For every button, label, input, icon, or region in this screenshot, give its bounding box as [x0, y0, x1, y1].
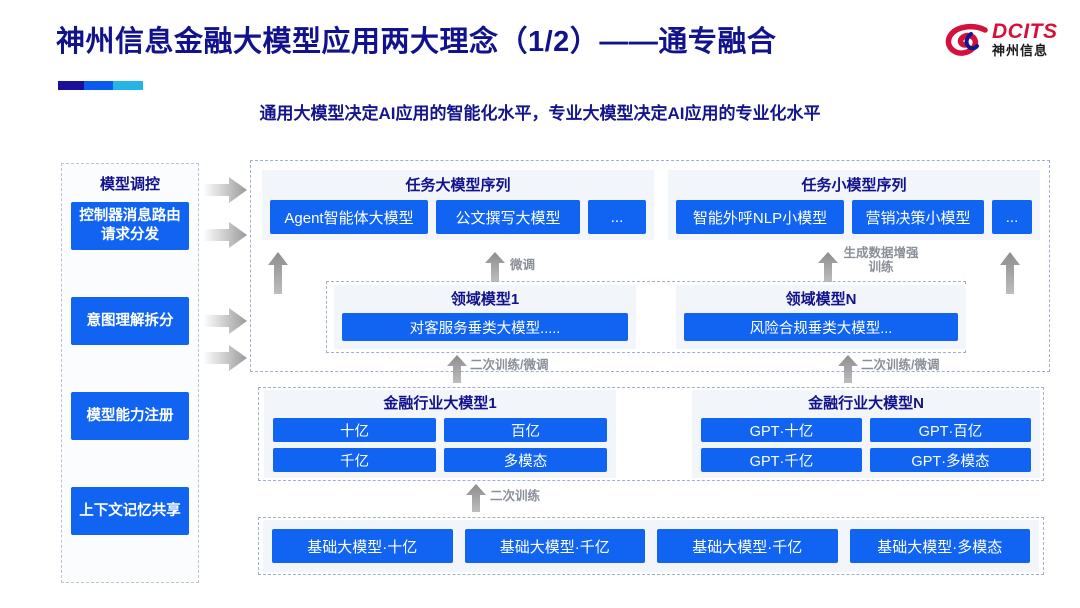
accent-segment-2 [84, 81, 114, 90]
industry-1-cell-ten-billion[interactable]: 百亿 [444, 418, 607, 442]
up-arrow-icon-left-outer [268, 252, 288, 294]
arrow-label-second-train-tune-right: 二次训练/微调 [861, 358, 940, 372]
base-model-multimodal[interactable]: 基础大模型·多模态 [849, 529, 1030, 563]
arrow-label-second-train: 二次训练 [490, 489, 541, 503]
task-model-small-more[interactable]: ... [992, 200, 1032, 234]
domain-model-n-cell[interactable]: 风险合规垂类大模型... [684, 313, 958, 341]
control-item-context-memory[interactable]: 上下文记忆共享 [71, 487, 189, 535]
up-arrow-icon-second-train-right [838, 355, 858, 383]
task-large-model-row: Agent智能体大模型 公文撰写大模型 ... [270, 200, 646, 234]
industry-model-1-panel: 金融行业大模型1 十亿 百亿 千亿 多模态 [264, 390, 616, 478]
task-model-agent[interactable]: Agent智能体大模型 [270, 200, 428, 234]
base-model-billion[interactable]: 基础大模型·十亿 [272, 529, 453, 563]
industry-1-cell-hundred-billion[interactable]: 千亿 [273, 448, 436, 472]
task-model-more[interactable]: ... [588, 200, 646, 234]
domain-model-n-panel: 领域模型N 风险合规垂类大模型... [676, 285, 966, 349]
control-item-controller-routing[interactable]: 控制器消息路由请求分发 [71, 202, 189, 250]
base-model-band [258, 517, 1044, 575]
right-arrow-icon-3 [203, 308, 247, 334]
industry-model-1-title: 金融行业大模型1 [383, 395, 497, 412]
title-accent-bar [58, 81, 143, 90]
industry-1-cell-billion[interactable]: 十亿 [273, 418, 436, 442]
domain-model-n-title: 领域模型N [785, 291, 857, 308]
task-model-outbound-nlp[interactable]: 智能外呼NLP小模型 [676, 200, 844, 234]
control-item-intent-parsing[interactable]: 意图理解拆分 [71, 297, 189, 345]
domain-model-1-panel: 领域模型1 对客服务垂类大模型..... [334, 285, 636, 349]
task-large-model-sequence-panel: 任务大模型序列 Agent智能体大模型 公文撰写大模型 ... [262, 170, 654, 240]
task-large-model-sequence-title: 任务大模型序列 [405, 177, 511, 194]
industry-model-n-title: 金融行业大模型N [808, 395, 924, 412]
task-small-model-sequence-title: 任务小模型序列 [801, 177, 907, 194]
industry-1-cell-multimodal[interactable]: 多模态 [444, 448, 607, 472]
page-title: 神州信息金融大模型应用两大理念（1/2）——通专融合 [56, 26, 777, 58]
base-model-row: 基础大模型·十亿 基础大模型·千亿 基础大模型·千亿 基础大模型·多模态 [263, 520, 1039, 572]
industry-model-band [258, 387, 1044, 481]
accent-segment-3 [113, 81, 143, 90]
arrow-label-second-train-tune-left: 二次训练/微调 [470, 358, 549, 372]
control-item-capability-registry[interactable]: 模型能力注册 [71, 392, 189, 440]
task-model-marketing-decision[interactable]: 营销决策小模型 [852, 200, 984, 234]
industry-n-cell-gpt-multimodal[interactable]: GPT·多模态 [870, 448, 1031, 472]
up-arrow-icon-second-train [466, 484, 486, 512]
accent-segment-1 [58, 81, 85, 90]
logo-text-block: DCITS 神州信息 [992, 20, 1074, 59]
base-model-hundred-billion-b[interactable]: 基础大模型·千亿 [657, 529, 838, 563]
up-arrow-icon-right-outer [1000, 252, 1020, 294]
arrow-label-fine-tune: 微调 [510, 258, 536, 272]
task-small-model-row: 智能外呼NLP小模型 营销决策小模型 ... [676, 200, 1032, 234]
up-arrow-icon-gen-data-aug [818, 252, 838, 282]
industry-model-1-grid: 十亿 百亿 千亿 多模态 [273, 418, 607, 472]
model-control-panel: 模型调控 控制器消息路由请求分发 意图理解拆分 模型能力注册 上下文记忆共享 [61, 163, 199, 583]
up-arrow-icon-fine-tune-left [485, 252, 505, 282]
right-arrow-icon-4 [203, 345, 247, 371]
domain-model-1-title: 领域模型1 [450, 291, 520, 308]
arrow-label-gen-data-aug: 生成数据增强训练 [843, 246, 919, 274]
industry-model-n-grid: GPT·十亿 GPT·百亿 GPT·千亿 GPT·多模态 [701, 418, 1031, 472]
base-model-hundred-billion-a[interactable]: 基础大模型·千亿 [464, 529, 645, 563]
right-arrow-icon-1 [203, 177, 247, 203]
logo-en-text: DCITS [992, 20, 1058, 43]
up-arrow-icon-second-train-left [447, 355, 467, 383]
right-arrow-icon-2 [203, 222, 247, 248]
dcits-swirl-icon [945, 23, 988, 56]
industry-n-cell-gpt-hundred-billion[interactable]: GPT·千亿 [701, 448, 862, 472]
page-header: 神州信息金融大模型应用两大理念（1/2）——通专融合 DCITS 神州信息 [0, 0, 1080, 92]
industry-model-n-panel: 金融行业大模型N GPT·十亿 GPT·百亿 GPT·千亿 GPT·多模态 [692, 390, 1040, 478]
model-control-title: 模型调控 [99, 176, 160, 193]
industry-n-cell-gpt-ten-billion[interactable]: GPT·百亿 [870, 418, 1031, 442]
architecture-outer-container [250, 160, 1050, 372]
task-model-doc-writing[interactable]: 公文撰写大模型 [436, 200, 580, 234]
industry-n-cell-gpt-billion[interactable]: GPT·十亿 [701, 418, 862, 442]
dcits-logo: DCITS 神州信息 [944, 20, 1072, 72]
task-small-model-sequence-panel: 任务小模型序列 智能外呼NLP小模型 营销决策小模型 ... [668, 170, 1040, 240]
domain-model-1-cell[interactable]: 对客服务垂类大模型..... [342, 313, 628, 341]
page-subtitle: 通用大模型决定AI应用的智能化水平，专业大模型决定AI应用的专业化水平 [259, 104, 821, 123]
logo-cn-text: 神州信息 [992, 43, 1049, 58]
